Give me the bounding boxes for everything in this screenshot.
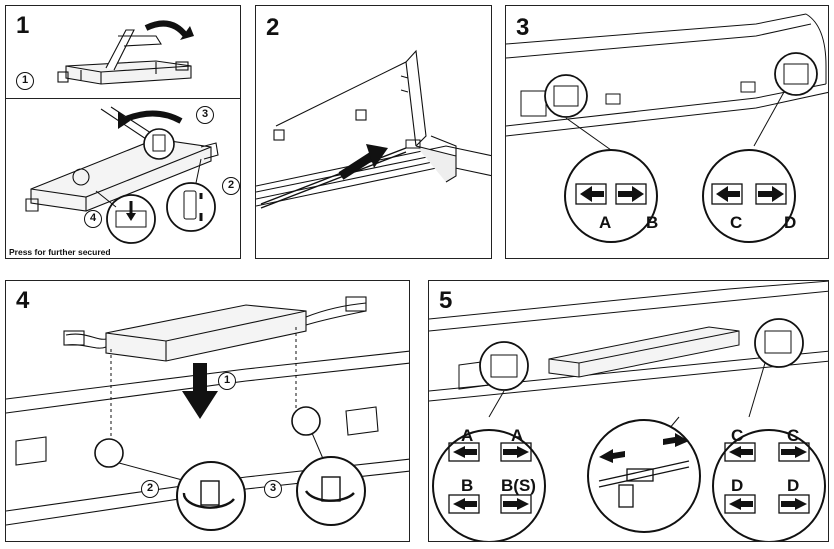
panel-1-detail: 3 2 4 Press for further secured	[5, 98, 241, 259]
panel-number: 5	[439, 287, 453, 314]
step-marker: 4	[84, 210, 102, 228]
detail-zoom-circle	[94, 438, 124, 468]
connector-reconnect-drawing	[429, 281, 828, 541]
detail-zoom-circle	[544, 74, 588, 118]
step-marker: 1	[218, 372, 236, 390]
panel-number: 4	[16, 287, 30, 314]
detail-zoom-circle	[166, 182, 216, 232]
rotate-arrow	[124, 110, 183, 124]
connector-label: B	[461, 476, 474, 495]
connector-label: D	[787, 476, 800, 495]
driver-install-drawing	[6, 296, 409, 531]
panel-number: 1	[16, 12, 30, 39]
detail-zoom-circle	[702, 149, 796, 243]
detail-zoom-circle	[479, 341, 529, 391]
rotate-arrow	[144, 20, 189, 38]
detail-zoom-circle	[712, 429, 826, 541]
connector-label: D	[731, 476, 744, 495]
direction-arrow	[366, 144, 388, 168]
connector-label: C	[787, 426, 800, 445]
connector-label: A	[511, 426, 524, 445]
driver-assembly-drawing	[25, 106, 219, 244]
step-marker: 2	[141, 480, 159, 498]
detail-zoom-circle	[143, 128, 175, 160]
connector-label: A	[461, 426, 474, 445]
connector-label: A	[599, 213, 612, 232]
panel-number: 3	[516, 14, 530, 41]
panel-number: 2	[266, 14, 280, 41]
detail-zoom-circle	[296, 456, 366, 526]
panel-3: 3 A B	[505, 5, 829, 259]
panel-4: 4	[5, 280, 410, 542]
panel-2: 2	[255, 5, 492, 259]
step-marker: 2	[222, 177, 240, 195]
driver-lid-drawing	[57, 20, 194, 85]
connector-disconnect-drawing	[506, 13, 828, 243]
housing-insertion-drawing	[256, 49, 491, 209]
down-arrow	[193, 363, 207, 393]
connector-label: B(S)	[501, 476, 536, 495]
detail-zoom-circle	[754, 318, 804, 368]
connector-label: D	[784, 213, 797, 232]
detail-zoom-circle	[564, 149, 658, 243]
step-marker: 1	[16, 72, 34, 90]
detail-zoom-circle	[176, 461, 246, 531]
step-marker: 3	[264, 480, 282, 498]
connector-label: C	[731, 426, 744, 445]
detail-zoom-circle	[291, 406, 321, 436]
instruction-caption: Press for further secured	[9, 247, 111, 257]
panel-5: 5	[428, 280, 829, 542]
step-marker: 3	[196, 106, 214, 124]
connector-label: B	[646, 213, 659, 232]
detail-zoom-circle	[587, 419, 701, 533]
panel-1: 1 1	[5, 5, 241, 99]
detail-zoom-circle	[774, 52, 818, 96]
connector-label: C	[730, 213, 743, 232]
